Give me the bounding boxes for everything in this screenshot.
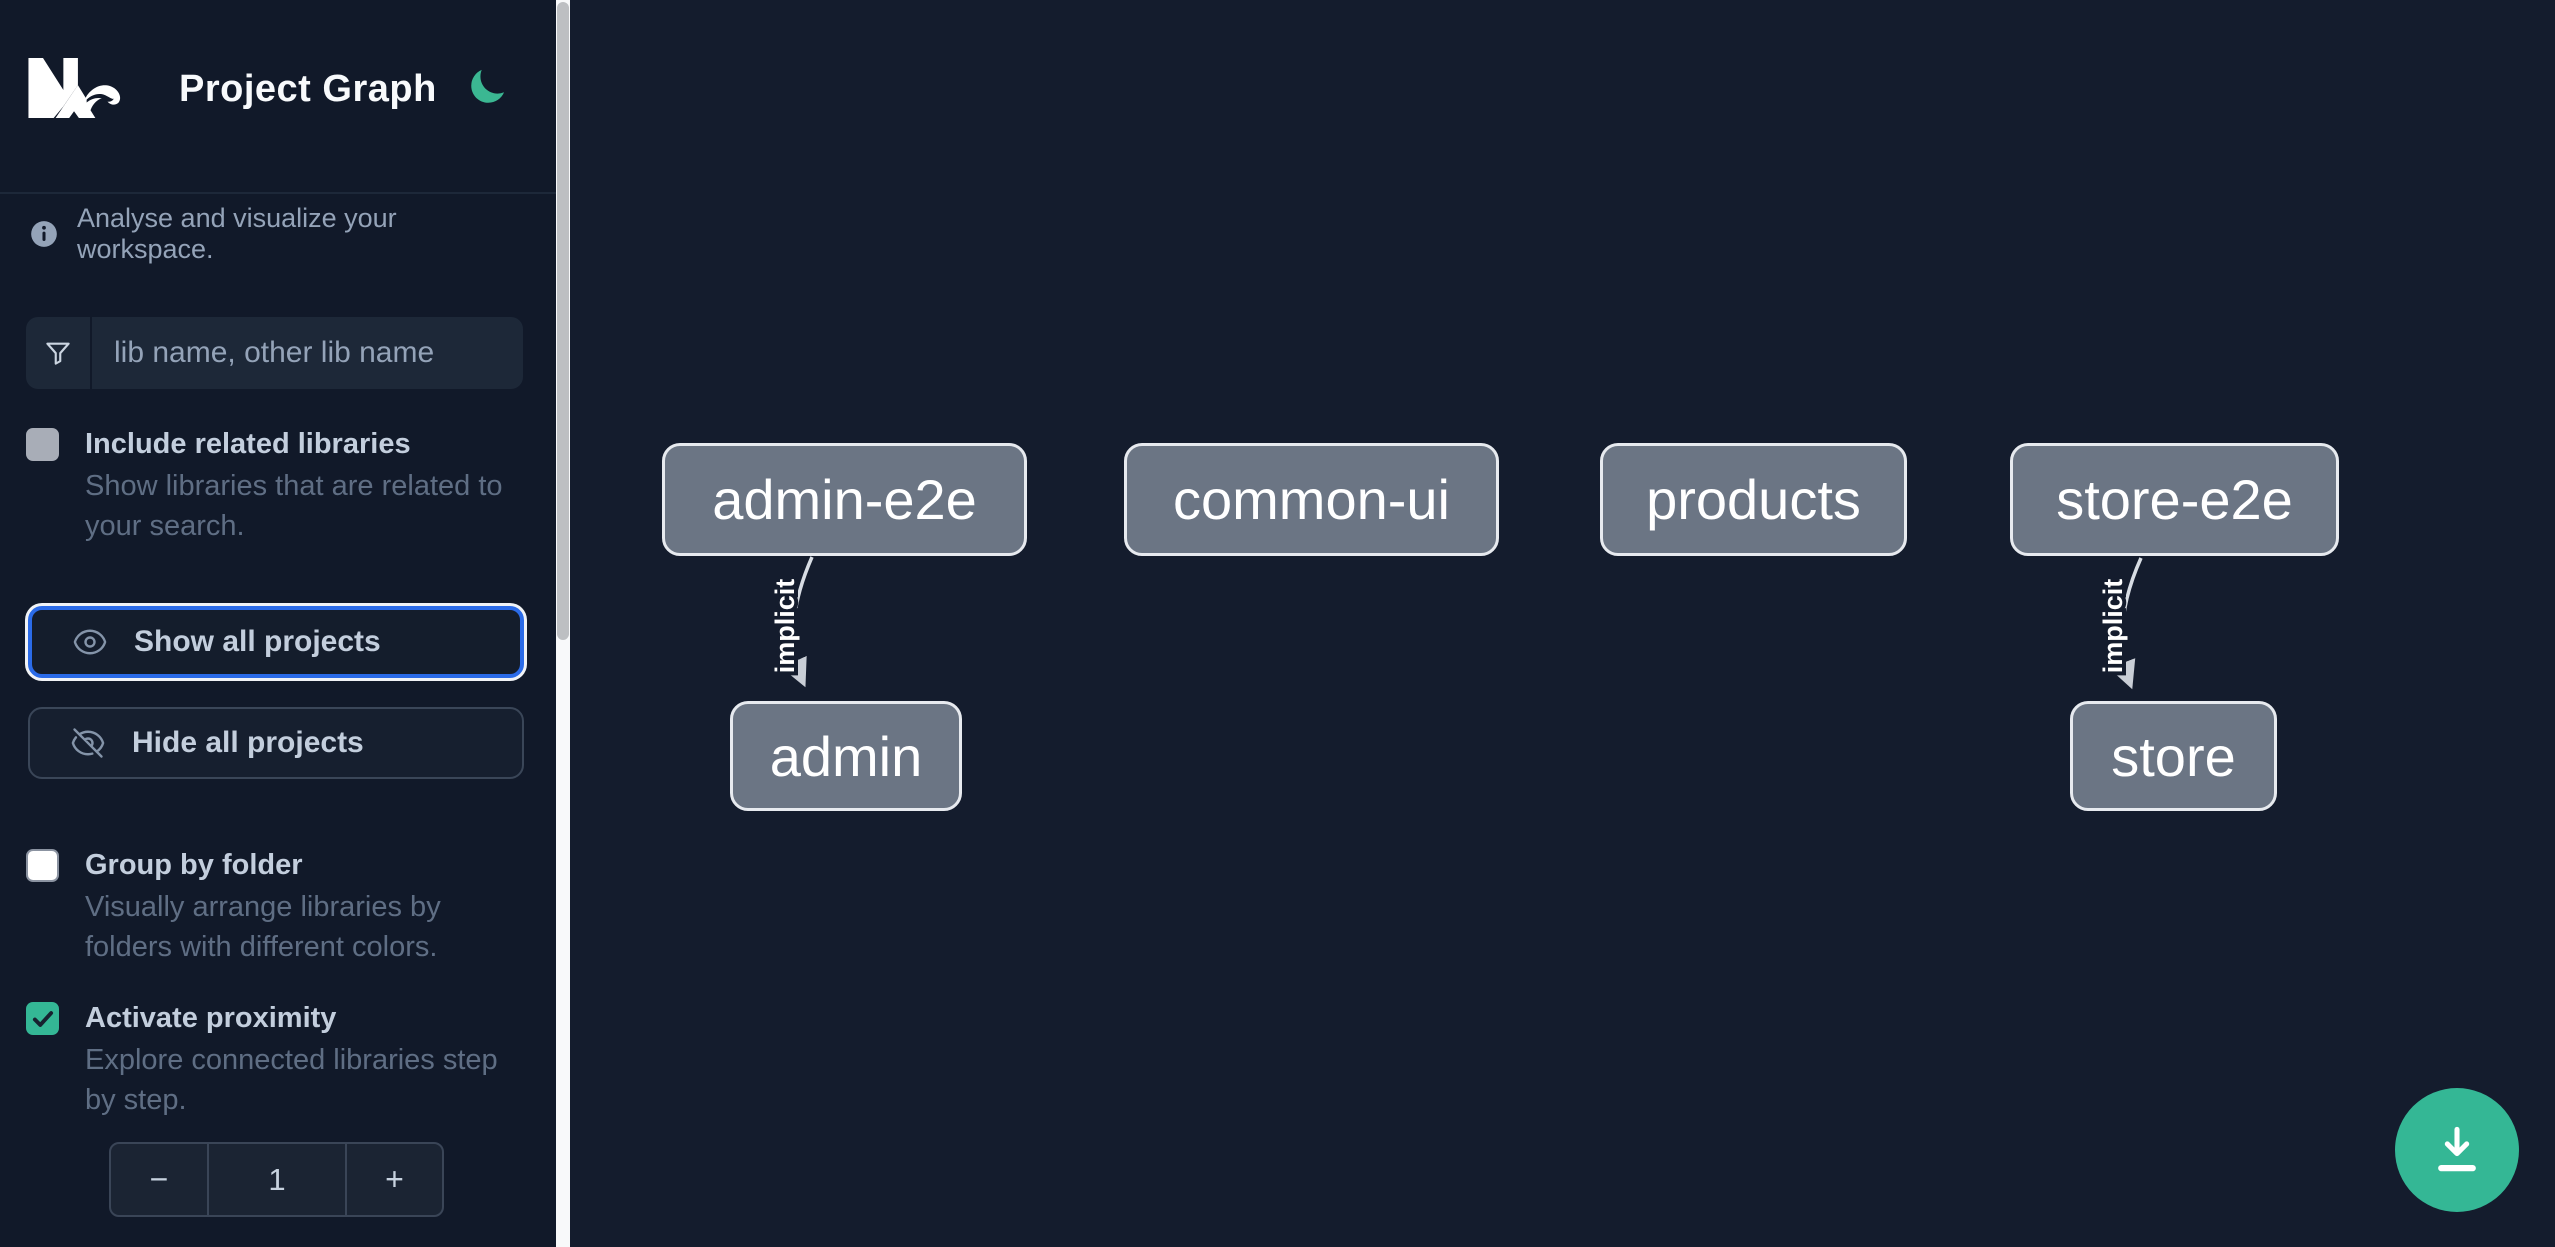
search-box — [26, 317, 523, 389]
graph-nodes-layer: admin-e2e common-ui products store-e2e admin… — [570, 0, 2555, 1247]
graph-canvas[interactable]: implicit implicit admin-e2e common-ui produ… — [570, 0, 2555, 1247]
dark-mode-moon-icon[interactable] — [466, 66, 508, 108]
header-divider — [0, 192, 556, 194]
option-label: Activate proximity — [85, 1002, 337, 1034]
checkbox-include-related-libraries — [26, 428, 59, 461]
graph-node-products[interactable]: products — [1600, 443, 1907, 556]
option-description: Explore connected libraries step by step… — [85, 1044, 498, 1116]
edge-store-e2e-to-store — [2109, 557, 2143, 690]
option-group-by-folder: Group by folder Visually arrange librari… — [26, 847, 531, 967]
proximity-depth-stepper: − 1 + — [109, 1142, 444, 1217]
page-title: Project Graph — [179, 68, 437, 110]
eye-icon — [73, 629, 107, 655]
graph-node-admin-e2e[interactable]: admin-e2e — [662, 443, 1027, 556]
graph-node-admin[interactable]: admin — [730, 701, 962, 811]
edge-label-implicit: implicit — [2098, 579, 2128, 674]
option-activate-proximity: Activate proximity Explore connected lib… — [26, 1000, 531, 1120]
decrement-button[interactable]: − — [111, 1144, 209, 1215]
search-input[interactable] — [92, 317, 523, 389]
scrollbar-thumb[interactable] — [557, 2, 569, 640]
checkbox-activate-proximity[interactable] — [26, 1002, 59, 1035]
tagline: Analyse and visualize your workspace. — [77, 203, 397, 264]
check-icon — [32, 1010, 53, 1027]
option-include-related-libraries: Include related libraries Show libraries… — [26, 426, 531, 546]
graph-node-store[interactable]: store — [2070, 701, 2277, 811]
option-label: Include related libraries — [85, 428, 411, 460]
nx-logo — [28, 57, 121, 119]
download-icon — [2438, 1126, 2476, 1172]
filter-funnel-icon — [26, 317, 92, 389]
hide-all-projects-button[interactable]: Hide all projects — [28, 707, 524, 779]
eye-slash-icon — [71, 728, 105, 758]
download-button[interactable] — [2395, 1088, 2519, 1212]
edge-admin-e2e-to-admin — [781, 556, 814, 688]
checkbox-group-by-folder[interactable] — [26, 849, 59, 882]
option-label: Group by folder — [85, 849, 303, 881]
show-all-projects-label: Show all projects — [134, 625, 381, 658]
sidebar: Project Graph Analyse and visualize your… — [0, 0, 556, 1247]
increment-button[interactable]: + — [345, 1144, 442, 1215]
sidebar-scrollbar — [556, 0, 570, 1247]
info-icon — [31, 221, 57, 247]
graph-node-common-ui[interactable]: common-ui — [1124, 443, 1499, 556]
edge-label-implicit: implicit — [770, 579, 800, 674]
graph-node-store-e2e[interactable]: store-e2e — [2010, 443, 2339, 556]
option-description: Show libraries that are related to your … — [85, 470, 503, 542]
graph-edges: implicit implicit — [766, 556, 2143, 690]
show-all-projects-button[interactable]: Show all projects — [28, 606, 524, 678]
hide-all-projects-label: Hide all projects — [132, 726, 364, 759]
depth-value: 1 — [268, 1161, 286, 1197]
option-description: Visually arrange libraries by folders wi… — [85, 891, 441, 963]
